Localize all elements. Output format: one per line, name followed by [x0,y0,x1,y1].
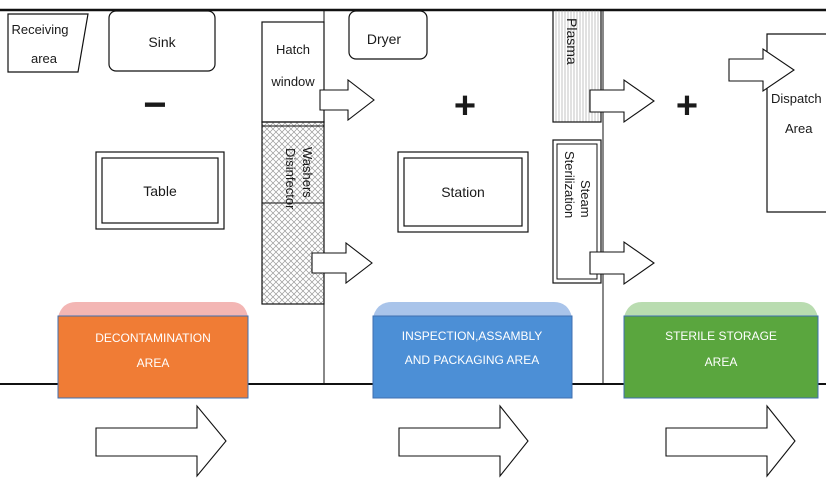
hatch-label-2: window [270,74,315,89]
inspection-zone: INSPECTION,ASSAMBLY AND PACKAGING AREA [372,302,573,399]
table: Table [95,151,225,230]
flow-arrow-plasma [589,78,655,124]
sterile-tab [624,302,818,317]
dispatch-label-1: Dispatch [771,91,822,106]
inspect-tab [373,302,572,317]
decon-box [57,315,249,399]
washers-label-1: Washers [300,147,315,198]
decon-label-1: DECONTAMINATION [95,331,211,345]
steam-label-1: Steam [578,180,593,218]
floor-arrow-right [665,404,796,478]
inspect-label-2: AND PACKAGING AREA [405,353,539,367]
sterile-label-2: AREA [705,355,738,369]
washers-disinfector: Washers Disinfector [261,121,325,305]
sink-label: Sink [148,34,176,50]
inspect-label-1: INSPECTION,ASSAMBLY [402,329,542,343]
floor-arrow-center [398,404,529,478]
sterile-storage-zone: STERILE STORAGE AREA [623,302,819,399]
receiving-label-2: area [31,51,58,66]
station-label: Station [441,184,485,200]
sink: Sink [108,10,216,72]
dispatch-area: Dispatch Area [766,33,826,213]
sterile-label-1: STERILE STORAGE [665,329,777,343]
plasma-label: Plasma [564,18,580,65]
steam-label-2: Sterilization [562,151,577,218]
decontamination-zone: DECONTAMINATION AREA [57,302,249,399]
floor-arrow-left [95,404,227,478]
flow-arrow-washer [311,241,373,285]
dryer: Dryer [348,10,428,60]
plus-sign-right: + [676,85,698,127]
flow-arrow-hatch [319,78,375,122]
decon-label-2: AREA [137,356,170,370]
dispatch-label-2: Area [785,121,813,136]
hatch-label-1: Hatch [276,42,310,57]
hatch-window: Hatch window [261,21,325,123]
receiving-area: Receiving area [7,13,89,73]
plus-sign-center: + [454,85,476,127]
station: Station [397,151,529,233]
inspect-box [372,315,573,399]
flow-arrow-dispatch [728,47,795,93]
dryer-label: Dryer [367,31,402,47]
washers-label-2: Disinfector [283,148,298,210]
sterile-box [623,315,819,399]
table-label: Table [143,183,177,199]
flow-arrow-steam [589,240,655,286]
receiving-label-1: Receiving [11,22,68,37]
minus-sign: − [143,83,166,127]
decon-tab [58,302,248,317]
